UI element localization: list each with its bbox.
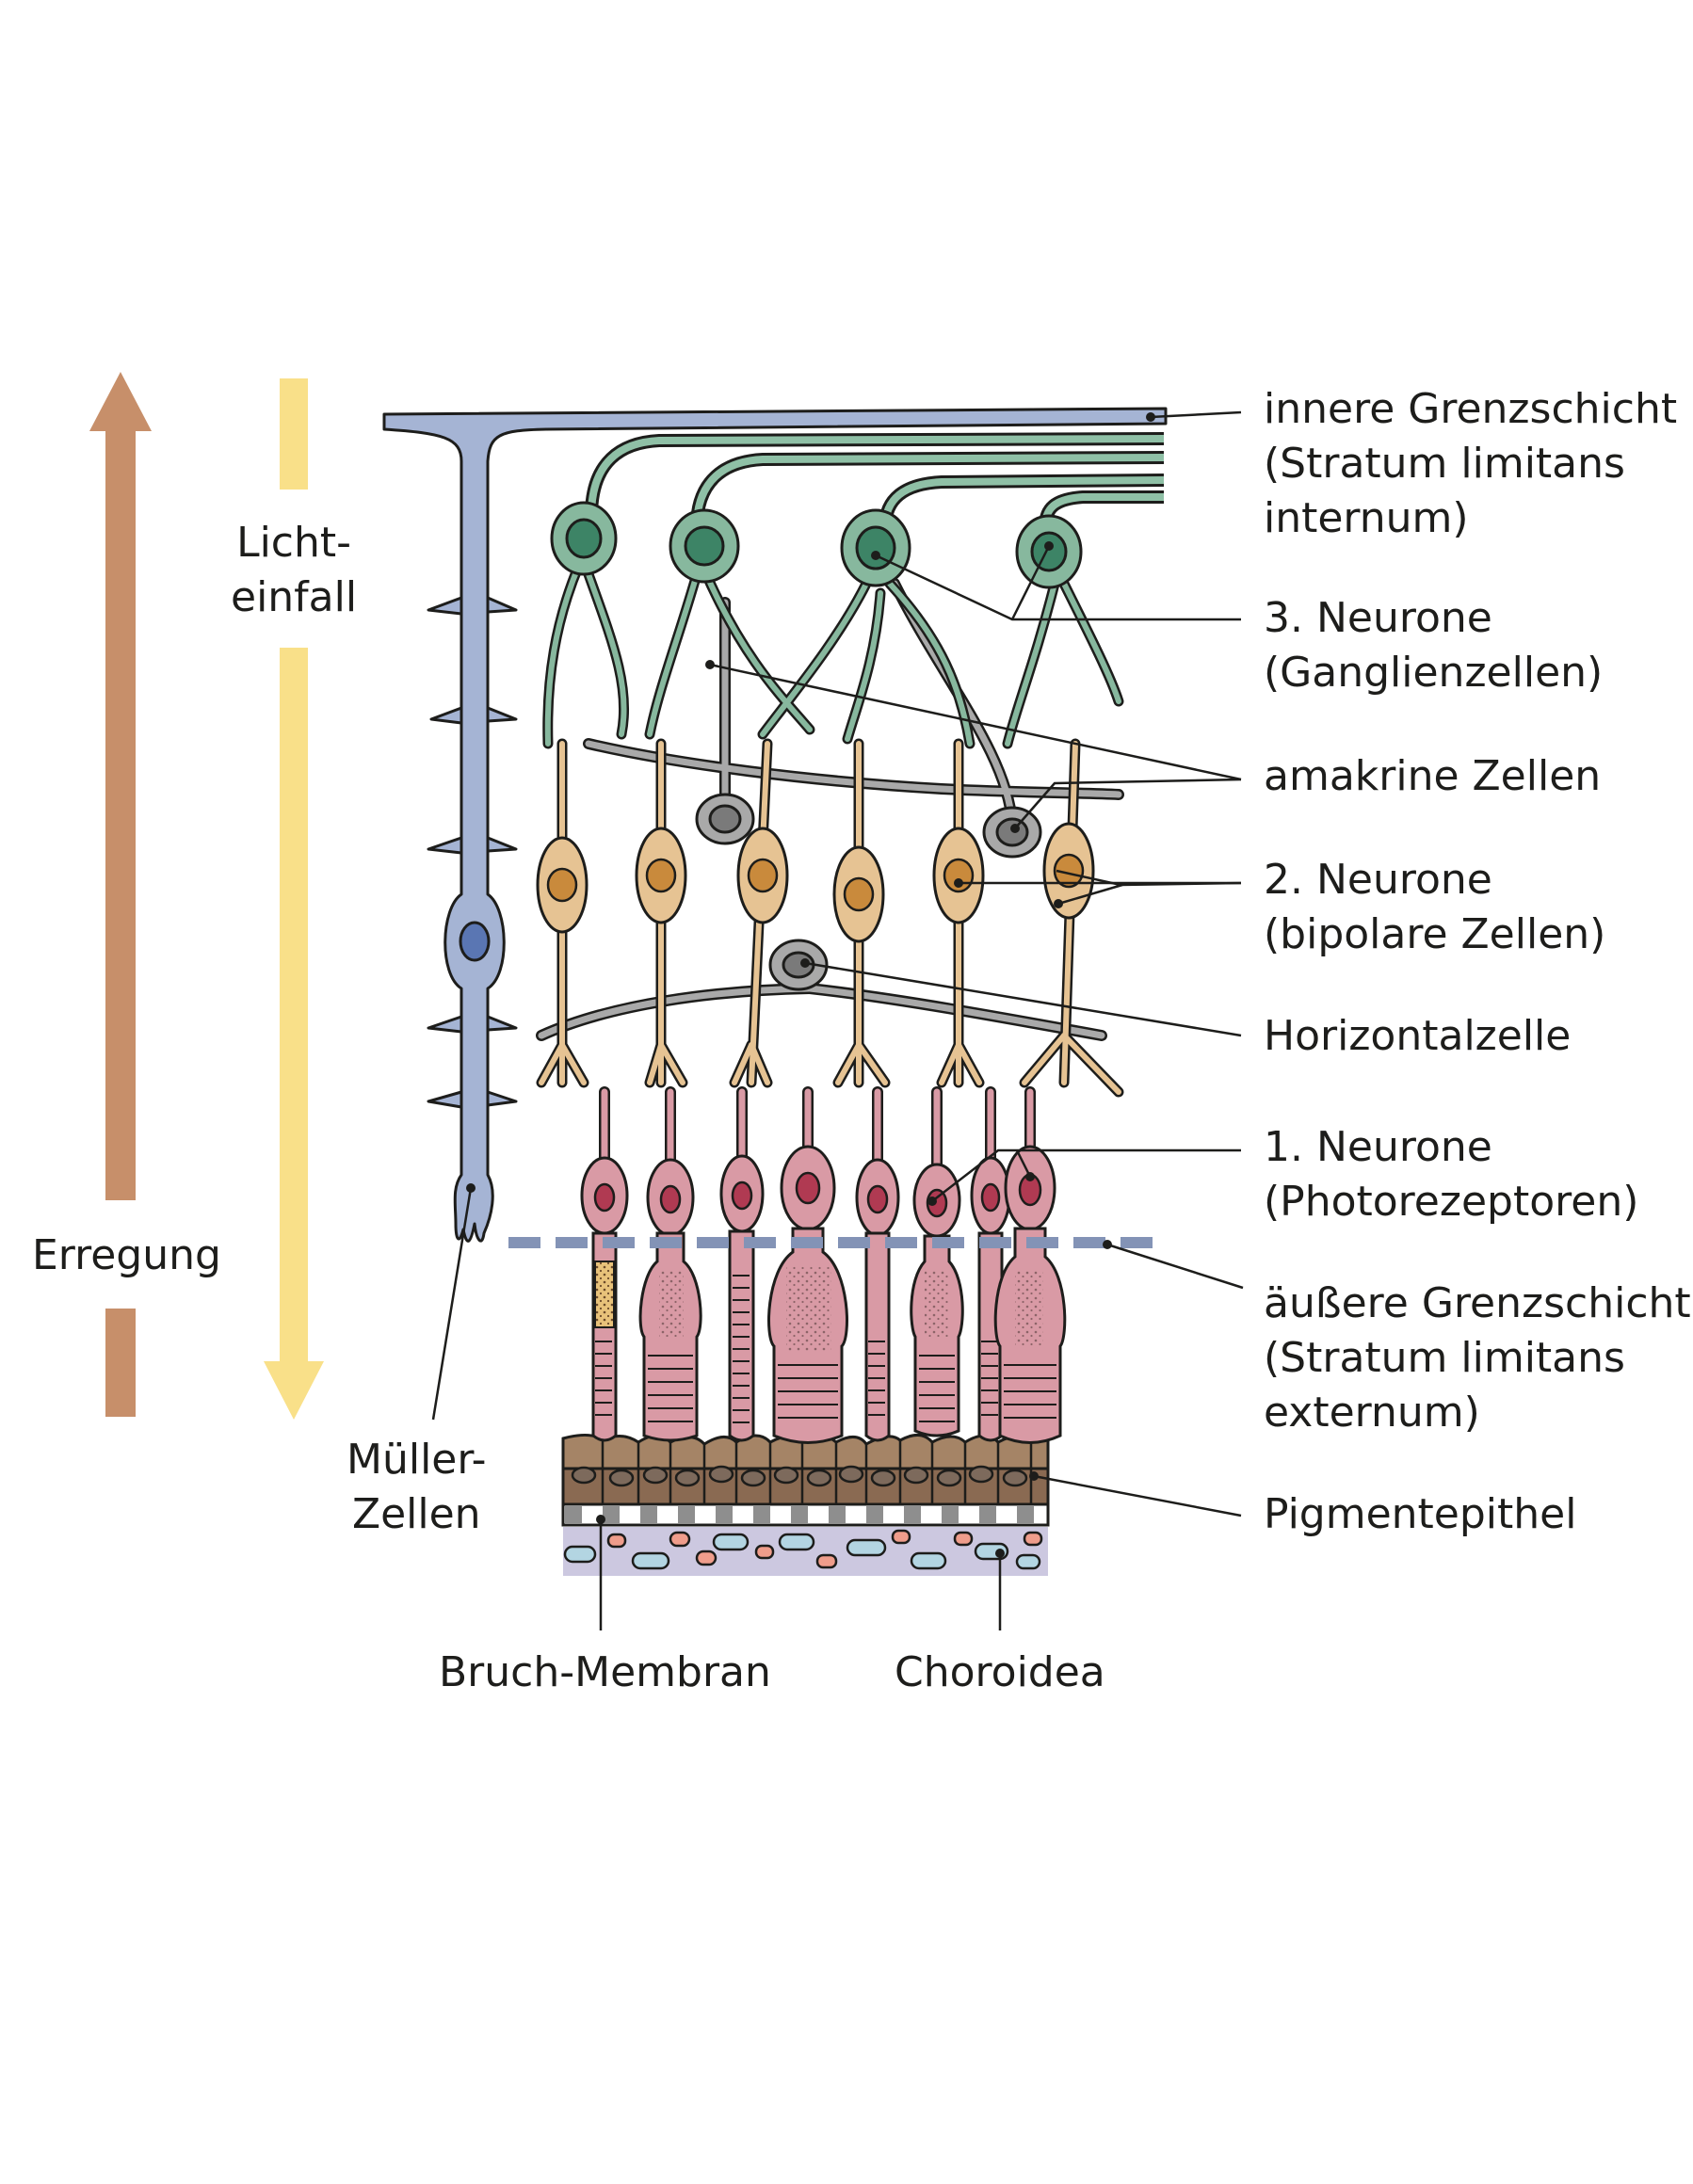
muller-cell: [382, 407, 1168, 1243]
pigment-epithelium-label: Pigmentepithel: [1264, 1490, 1577, 1538]
ganglion-cells-label: 3. Neurone (Ganglienzellen): [1264, 594, 1604, 697]
ganglion-cells: [542, 501, 1124, 749]
bruch-membrane-label: Bruch-Membran: [439, 1648, 771, 1696]
bipolar-cells: [536, 738, 1124, 1098]
choroid-label: Choroidea: [895, 1648, 1105, 1696]
excitation-label: Erregung: [32, 1231, 221, 1279]
outer-limiting-membrane-label: äußere Grenzschicht (Stratum limitans ex…: [1264, 1279, 1691, 1437]
bruch-membrane: [561, 1502, 1050, 1527]
bipolar-cells-label: 2. Neurone (bipolare Zellen): [1264, 856, 1606, 958]
pigment-epithelium: [561, 1434, 1050, 1506]
muller-cells-label: Müller- Zellen: [347, 1436, 487, 1538]
amacrine-cells: [695, 793, 1042, 859]
leader-dots: [466, 412, 1155, 1558]
amacrine-cells-label: amakrine Zellen: [1264, 752, 1602, 800]
photoreceptors: [580, 1086, 1067, 1444]
excitation-arrow: [89, 372, 152, 1417]
inner-limiting-membrane-label: innere Grenzschicht (Stratum limitans in…: [1264, 385, 1678, 542]
horizontal-cell-label: Horizontalzelle: [1264, 1012, 1572, 1060]
light-incidence-label: Licht- einfall: [231, 519, 358, 621]
leader-lines: [431, 410, 1244, 1630]
choroid: [563, 1527, 1048, 1576]
light-arrow: [264, 378, 324, 1420]
photoreceptors-label: 1. Neurone (Photorezeptoren): [1264, 1123, 1639, 1226]
